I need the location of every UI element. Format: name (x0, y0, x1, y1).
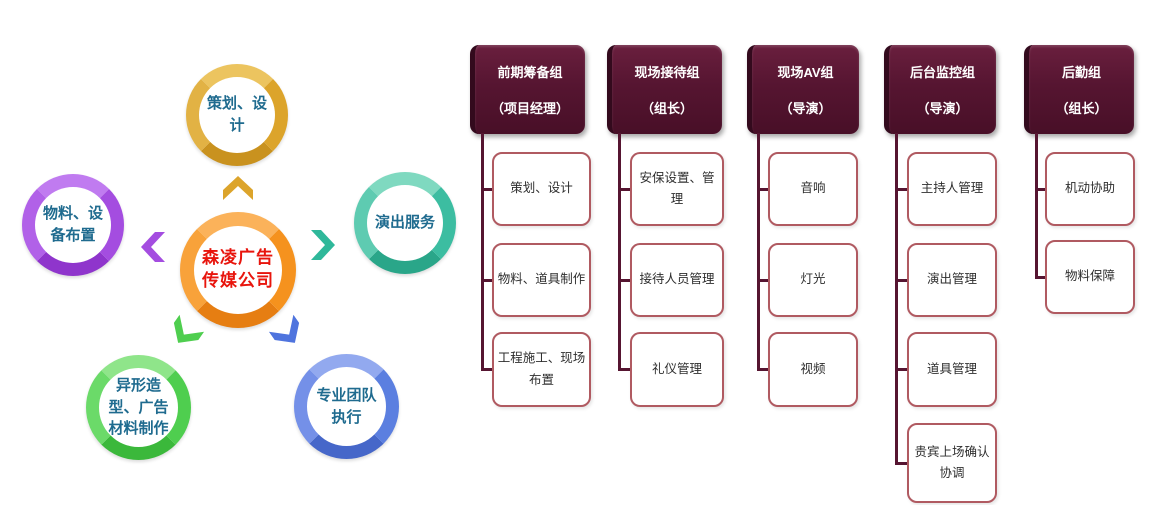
org-item: 演出管理 (907, 243, 997, 317)
org-item: 策划、设计 (492, 152, 591, 226)
connector-stub (895, 462, 907, 465)
org-item: 灯光 (768, 243, 858, 317)
org-item: 机动协助 (1045, 152, 1135, 226)
org-header-title: 现场接待组 (634, 65, 700, 80)
org-item-label: 物料保障 (1064, 269, 1115, 284)
org-item-label: 接待人员管理 (639, 272, 715, 287)
connector-stub (481, 188, 492, 191)
org-item-label: 灯光 (800, 272, 826, 287)
connector-stub (895, 188, 907, 191)
org-header-subtitle: （组长） (1055, 101, 1108, 116)
org-item-label: 道具管理 (926, 361, 977, 376)
chevron-left-icon (141, 232, 165, 262)
connector-stub (757, 368, 768, 371)
org-item: 贵宾上场确认协调 (907, 423, 997, 503)
connector-stub (1035, 188, 1045, 191)
connector-stub (618, 368, 630, 371)
org-item: 安保设置、管理 (630, 152, 724, 226)
chevron-right-icon (311, 230, 335, 260)
planning-design-label: 策划、设计 (206, 95, 267, 134)
org-item-label: 工程施工、现场布置 (497, 351, 586, 387)
org-header-subtitle: （项目经理） (490, 101, 569, 116)
connector-line (1035, 133, 1038, 279)
connector-stub (895, 279, 907, 282)
chevron-up-icon (223, 176, 253, 200)
connector-stub (481, 368, 492, 371)
org-item-label: 音响 (800, 181, 826, 196)
connector-stub (618, 188, 630, 191)
org-item: 主持人管理 (907, 152, 997, 226)
custom-shapes-label: 异形造型、广告材料制作 (108, 376, 169, 438)
org-item-label: 视频 (800, 361, 826, 376)
org-item: 道具管理 (907, 332, 997, 407)
connector-line (481, 133, 484, 371)
org-item: 礼仪管理 (630, 332, 724, 407)
connector-line (618, 133, 621, 371)
org-header-preparation-group: 前期筹备组 （项目经理） (470, 45, 585, 134)
org-header-av-group: 现场AV组 （导演） (747, 45, 859, 134)
org-header-backstage-group: 后台监控组 （导演） (884, 45, 996, 134)
professional-team-label: 专业团队执行 (316, 386, 377, 426)
org-header-subtitle: （导演） (779, 101, 832, 116)
connector-stub (895, 368, 907, 371)
custom-shapes-ring: 异形造型、广告材料制作 (86, 355, 191, 460)
org-item: 音响 (768, 152, 858, 226)
performance-service-ring: 演出服务 (354, 172, 456, 274)
company-name-label: 森凌广告传媒公司 (202, 248, 274, 290)
connector-stub (757, 279, 768, 282)
org-item-label: 物料、道具制作 (497, 272, 586, 287)
org-item-label: 礼仪管理 (651, 361, 702, 376)
org-header-title: 现场AV组 (777, 65, 834, 80)
org-header-logistics-group: 后勤组 （组长） (1024, 45, 1134, 134)
org-header-reception-group: 现场接待组 （组长） (607, 45, 722, 134)
professional-team-ring: 专业团队执行 (294, 354, 399, 459)
org-item-label: 主持人管理 (920, 181, 984, 196)
chevron-down-right-icon (268, 314, 300, 343)
materials-equipment-ring: 物料、设备布置 (22, 174, 124, 276)
connector-stub (618, 279, 630, 282)
org-header-title: 后台监控组 (909, 65, 975, 80)
org-item-label: 策划、设计 (510, 181, 573, 196)
org-item: 视频 (768, 332, 858, 407)
connector-stub (481, 279, 492, 282)
org-item: 物料、道具制作 (492, 243, 591, 317)
org-item-label: 演出管理 (926, 272, 977, 287)
planning-design-ring: 策划、设计 (186, 64, 288, 166)
connector-stub (1035, 276, 1045, 279)
chevron-down-left-icon (173, 314, 205, 343)
org-header-subtitle: （导演） (916, 101, 969, 116)
org-header-subtitle: （组长） (640, 101, 693, 116)
materials-equipment-label: 物料、设备布置 (42, 205, 103, 244)
performance-service-label: 演出服务 (374, 214, 435, 232)
connector-line (757, 133, 760, 371)
company-center-circle: 森凌广告传媒公司 (180, 212, 296, 328)
org-header-title: 后勤组 (1061, 65, 1101, 80)
org-item: 接待人员管理 (630, 243, 724, 317)
org-item-label: 机动协助 (1064, 181, 1115, 196)
org-item-label: 安保设置、管理 (639, 170, 715, 206)
org-item: 工程施工、现场布置 (492, 332, 591, 407)
org-item: 物料保障 (1045, 240, 1135, 314)
connector-stub (757, 188, 768, 191)
org-header-title: 前期筹备组 (497, 65, 563, 80)
org-item-label: 贵宾上场确认协调 (914, 444, 990, 480)
connector-line (895, 133, 898, 465)
